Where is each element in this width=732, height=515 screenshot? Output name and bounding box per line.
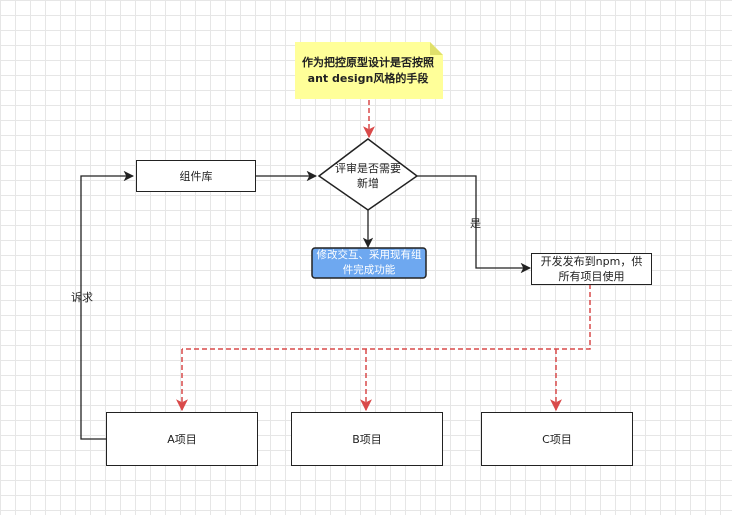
edge-label-request: 诉求: [71, 291, 93, 304]
review-node: 评审是否需要新增: [335, 160, 401, 192]
modify-label: 修改交互、采用现有组件完成功能: [316, 249, 422, 276]
project-a-node: A项目: [106, 412, 258, 466]
note-shape: [295, 42, 443, 99]
component-library-node: 组件库: [136, 160, 256, 192]
component-library-label: 组件库: [179, 169, 213, 183]
edge-publish-distribution: [182, 284, 591, 350]
review-label: 评审是否需要新增: [335, 162, 401, 190]
project-b-label: B项目: [352, 432, 382, 446]
modify-node: 修改交互、采用现有组件完成功能: [314, 249, 424, 277]
project-b-node: B项目: [291, 412, 443, 466]
note-fold: [430, 42, 443, 55]
project-c-label: C项目: [542, 432, 572, 446]
project-a-label: A项目: [167, 432, 197, 446]
project-c-node: C项目: [481, 412, 633, 466]
note-node: 作为把控原型设计是否按照ant design风格的手段: [298, 46, 438, 96]
edge-review-to-publish: [417, 175, 532, 274]
edge-projecta-to-library: [80, 170, 135, 440]
edge-label-yes: 是: [470, 217, 481, 230]
note-label: 作为把控原型设计是否按照ant design风格的手段: [302, 56, 434, 85]
publish-node: 开发发布到npm，供所有项目使用: [531, 253, 652, 285]
publish-label: 开发发布到npm，供所有项目使用: [540, 255, 643, 283]
modify-box-shape: [311, 247, 427, 279]
